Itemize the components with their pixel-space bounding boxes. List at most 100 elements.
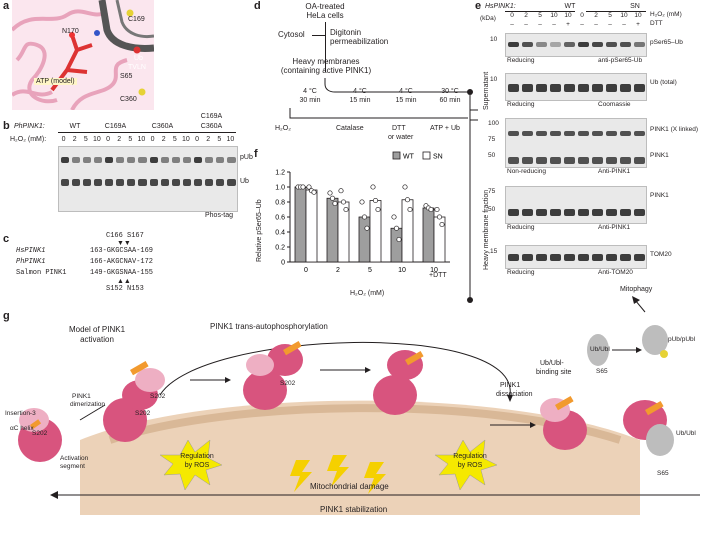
blot-band <box>507 157 519 164</box>
blot-band <box>535 157 547 164</box>
data-point <box>404 197 411 203</box>
blot-label: PINK1 <box>650 192 669 199</box>
e-dtt-mark: – <box>552 21 556 28</box>
blot-band <box>549 42 561 47</box>
g-activation-1: Activation <box>60 455 89 462</box>
ub-band <box>127 179 136 186</box>
western-blot <box>505 118 647 168</box>
data-point <box>329 195 336 201</box>
x-tick-label: 10 <box>398 267 406 274</box>
blot-band <box>633 42 645 47</box>
pub-band <box>149 157 158 163</box>
blot-band <box>521 157 533 164</box>
e-lane-label: 0 <box>580 12 584 19</box>
kda-marker: 10 <box>490 36 498 43</box>
blot-band <box>507 131 519 136</box>
data-point <box>423 203 429 209</box>
blot-band <box>521 84 533 92</box>
d-heavy-2: (containing active PINK1) <box>280 66 372 75</box>
kda-marker: 75 <box>488 188 496 195</box>
ub-band <box>82 179 91 186</box>
blot-band <box>549 131 561 136</box>
data-point <box>300 184 306 190</box>
label-n170: N170 <box>62 28 79 35</box>
blot-band <box>619 131 631 136</box>
panel-label-a: a <box>3 0 10 12</box>
data-point <box>359 199 365 205</box>
data-point <box>308 188 315 194</box>
blot-antibody: Coomassie <box>598 101 631 108</box>
blot-label: Ub (total) <box>650 79 677 86</box>
blot-band <box>521 209 533 216</box>
e-h2o2: H₂O₂ (mM) <box>650 11 682 18</box>
ub-band <box>138 179 147 186</box>
data-point <box>364 225 370 231</box>
d-add-dtt-2: or water <box>388 134 414 141</box>
label-ub: Ub <box>134 55 143 62</box>
blot-band <box>549 157 561 164</box>
e-dtt-mark: – <box>608 21 612 28</box>
western-blot <box>505 73 647 101</box>
e-kda: (kDa) <box>480 15 496 22</box>
g-ros1-2: by ROS <box>184 462 210 469</box>
data-point <box>338 188 344 194</box>
d-cond1-time: 30 min <box>299 97 321 104</box>
lane-label: 0 <box>150 136 155 143</box>
e-dtt-mark: – <box>510 21 514 28</box>
lane-label: 0 <box>61 136 66 143</box>
e-dtt-mark: + <box>566 21 570 28</box>
e-lane-label: 10 <box>634 12 642 19</box>
ub-band <box>182 179 191 186</box>
panel-label-g: g <box>3 310 10 322</box>
data-point <box>393 225 400 231</box>
label-s65: S65 <box>120 73 133 80</box>
y-tick-label: 0.6 <box>275 215 285 222</box>
y-tick-label: 0 <box>281 260 285 267</box>
blot-label: pSer65–Ub <box>650 39 683 46</box>
pub-band <box>82 157 91 163</box>
d-add-catalase: Catalase <box>336 125 364 132</box>
y-tick-label: 0.4 <box>275 230 285 237</box>
e-dtt-mark: – <box>580 21 584 28</box>
blot-band <box>535 84 547 92</box>
x-tick-label: 2 <box>336 267 340 274</box>
g-dimer-1: PINK1 <box>72 393 91 400</box>
blot-band <box>563 84 575 92</box>
blot-band <box>521 42 533 47</box>
pub-band <box>160 157 169 163</box>
y-tick-label: 0.8 <box>275 200 285 207</box>
western-blot <box>505 186 647 224</box>
lane-label: 2 <box>117 136 122 143</box>
data-point <box>361 214 368 220</box>
seq-name-salmon: Salmon PINK1 <box>16 269 67 277</box>
data-point <box>295 184 301 190</box>
y-tick-label: 0.2 <box>275 245 285 252</box>
bar-wt <box>358 216 371 263</box>
e-lane-label: 0 <box>510 12 514 19</box>
blot-band <box>591 42 603 47</box>
e-dtt: DTT <box>650 20 663 27</box>
blot-band <box>521 254 533 261</box>
blot-band <box>535 42 547 47</box>
data-point <box>343 206 349 213</box>
ub-band <box>116 179 125 186</box>
e-dtt-mark: – <box>622 21 626 28</box>
g-s202-4: S202 <box>280 380 296 387</box>
down-arrows: ▼▼ <box>117 240 131 247</box>
blot-band <box>535 209 547 216</box>
data-point <box>434 206 440 213</box>
kda-marker: 100 <box>488 120 499 127</box>
bar-wt <box>422 207 435 263</box>
seq-name-hs: HsPINK1 <box>16 247 46 255</box>
e-lane-label: 5 <box>608 12 612 19</box>
phos-tag-label: Phos-tag <box>205 212 234 219</box>
legend-label: WT <box>403 154 415 161</box>
bar-sn <box>369 200 382 263</box>
blot-band <box>549 84 561 92</box>
pub-band <box>182 157 191 163</box>
blot-band <box>633 209 645 216</box>
ub-band <box>60 179 69 186</box>
data-point <box>372 197 379 204</box>
pub-label: pUb <box>240 154 253 161</box>
phpink1-header: PhPINK1: <box>14 123 45 130</box>
